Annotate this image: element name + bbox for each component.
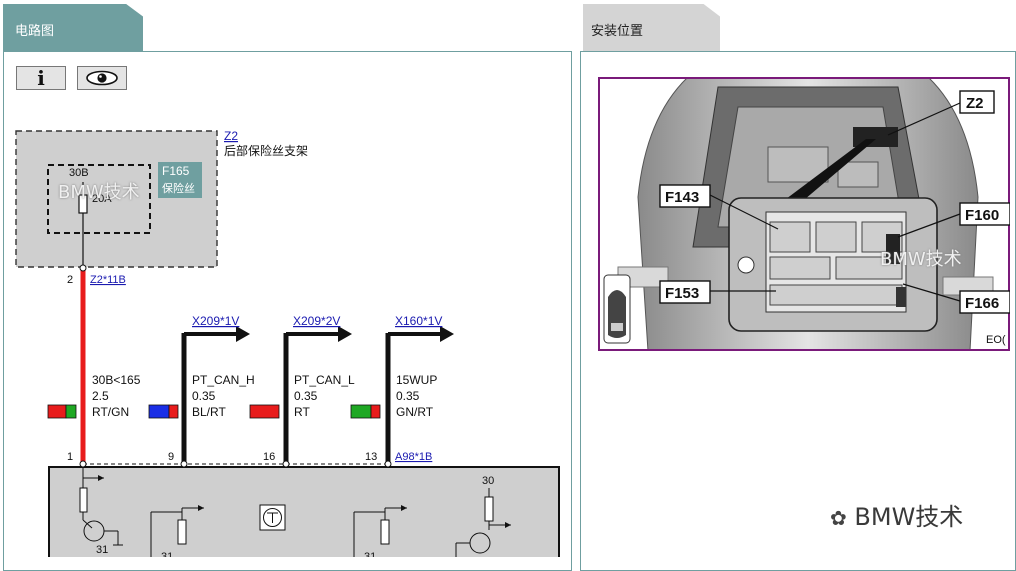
fuse-rating: 20A xyxy=(92,193,112,205)
pin-1: 1 xyxy=(67,451,73,463)
wechat-icon: ✿ xyxy=(830,506,847,530)
pin-13: 13 xyxy=(365,451,377,463)
wire-15wup-size: 0.35 xyxy=(396,389,420,403)
x209-2-link[interactable]: X209*2V xyxy=(293,314,340,328)
wire-15wup-color: GN/RT xyxy=(396,405,434,419)
resistor-4 xyxy=(484,496,494,522)
wire-15wup-label: 15WUP xyxy=(396,373,437,387)
x160-link[interactable]: X160*1V xyxy=(395,314,442,328)
callout-z2 xyxy=(959,90,995,114)
swatch-can-h-right xyxy=(168,404,179,419)
pin-9: 9 xyxy=(168,451,174,463)
circuit-diagram: Z2 后部保险丝支架 F165 保险丝 30B 20A 2 Z2*11B X20… xyxy=(15,129,560,557)
wire-pt-can-l-size: 0.35 xyxy=(294,389,318,403)
resistor-1 xyxy=(79,487,88,513)
fuse-inner-box xyxy=(47,164,151,234)
pin-16: 16 xyxy=(263,451,275,463)
control-unit-box xyxy=(48,466,560,557)
wire-30b-size: 2.5 xyxy=(92,389,109,403)
a98-connector-link[interactable]: A98*1B xyxy=(395,451,432,463)
terminal-1 xyxy=(79,460,87,468)
install-location-image: Z2 F143 F160 F153 F166 EO( xyxy=(598,77,1010,351)
arrow-x160 xyxy=(388,326,454,342)
wire-30b-color: RT/GN xyxy=(92,405,129,419)
fuse-name: 保险丝 xyxy=(162,181,195,195)
wire-30b-terminal-top xyxy=(79,264,87,272)
fuse-terminal: 30B xyxy=(69,167,89,179)
wire-30b-label: 30B<165 xyxy=(92,373,141,387)
image-code: EO( xyxy=(986,334,1006,346)
arrow-x209-2 xyxy=(286,326,352,342)
swatch-15wup-right xyxy=(370,404,381,419)
wire-pt-can-h-color: BL/RT xyxy=(192,405,226,419)
ground-31-a: 31 xyxy=(96,544,108,556)
callout-z2-label: Z2 xyxy=(966,95,984,112)
bottom-watermark-text: BMW技术 xyxy=(854,503,964,531)
tab-install-location-label: 安装位置 xyxy=(591,24,644,39)
callout-f166-label: F166 xyxy=(965,295,999,312)
resistor-2 xyxy=(177,519,187,545)
info-icon: i xyxy=(37,66,45,90)
wire-pt-can-l-color: RT xyxy=(294,405,310,419)
wire-pt-can-h-label: PT_CAN_H xyxy=(192,373,255,387)
fuse-carrier-name: 后部保险丝支架 xyxy=(224,143,308,158)
swatch-30b-left xyxy=(47,404,67,419)
wire-pt-can-l-label: PT_CAN_L xyxy=(294,373,355,387)
terminal-30-label: 30 xyxy=(482,475,494,487)
swatch-30b-right xyxy=(65,404,77,419)
fuse-label-box xyxy=(158,162,202,198)
z2-connector-link[interactable]: Z2*11B xyxy=(90,274,126,286)
ground-31-c: 31 xyxy=(364,551,376,557)
x209-1-link[interactable]: X209*1V xyxy=(192,314,239,328)
swatch-can-l xyxy=(249,404,280,419)
terminal-16 xyxy=(282,460,290,468)
swatch-15wup-left xyxy=(350,404,372,419)
callout-f153-label: F153 xyxy=(665,285,699,302)
swatch-can-h-left xyxy=(148,404,170,419)
tab-circuit-diagram[interactable]: 电路图 xyxy=(3,4,143,52)
terminal-9 xyxy=(180,460,188,468)
callout-f160 xyxy=(959,202,1010,226)
callout-f143 xyxy=(659,184,711,208)
fuse-symbol xyxy=(78,194,88,214)
resistor-3 xyxy=(380,519,390,545)
view-button[interactable] xyxy=(77,66,127,90)
ground-31-b: 31 xyxy=(161,551,173,557)
tab-install-location[interactable]: 安装位置 xyxy=(583,4,720,52)
fuse-carrier-id[interactable]: Z2 xyxy=(224,129,238,143)
fuse-id: F165 xyxy=(162,164,190,178)
arrow-x209-1 xyxy=(184,326,250,342)
bottom-watermark: ✿ BMW技术 xyxy=(830,497,963,532)
callout-f143-label: F143 xyxy=(665,189,699,206)
callout-f160-label: F160 xyxy=(965,207,999,224)
callout-f166 xyxy=(959,290,1010,314)
tab-circuit-diagram-label: 电路图 xyxy=(15,24,55,39)
eye-icon xyxy=(86,70,118,86)
wire-pt-can-h-size: 0.35 xyxy=(192,389,216,403)
terminal-13 xyxy=(384,460,392,468)
info-button[interactable]: i xyxy=(16,66,66,90)
z2-pin-number: 2 xyxy=(67,274,73,286)
callout-f153 xyxy=(659,280,711,304)
